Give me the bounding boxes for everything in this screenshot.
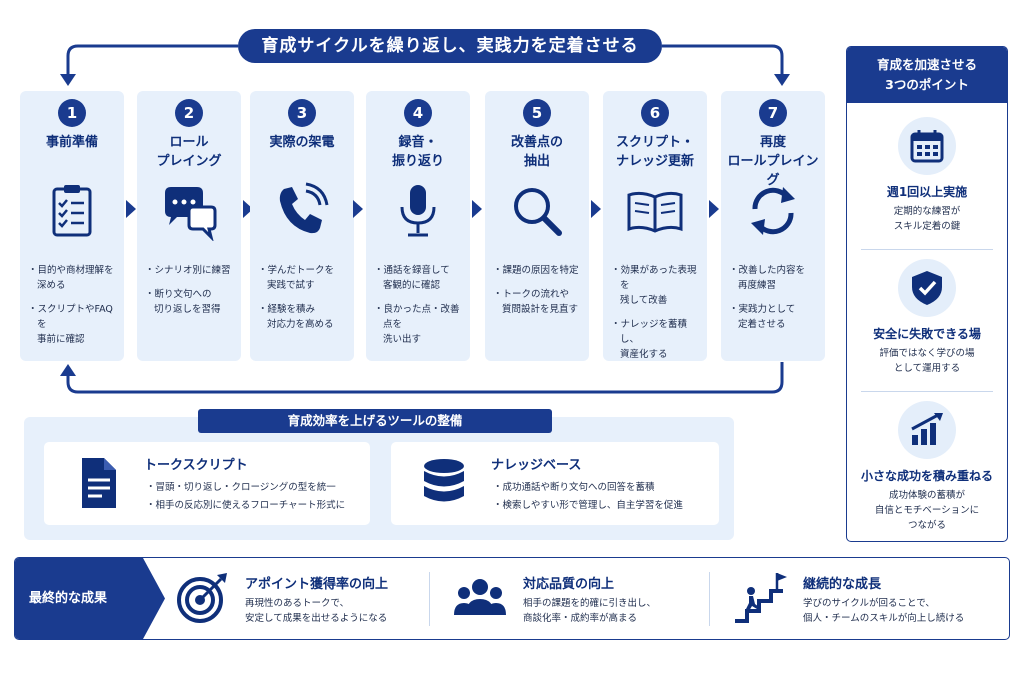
tool-card-knowledge-base: ナレッジベース ・成功通話や断り文句への回答を蓄積 ・検索しやすい形で管理し、自… <box>391 442 719 525</box>
step-number: 5 <box>523 99 551 127</box>
stairs-flag-icon <box>735 573 787 623</box>
step-number: 6 <box>641 99 669 127</box>
step-bullet: ・改善した内容を 再度練習 <box>729 265 806 291</box>
divider <box>861 249 993 250</box>
step-title: スクリプト・ ナレッジ更新 <box>615 135 694 169</box>
divider <box>429 572 430 626</box>
step-number: 4 <box>404 99 432 127</box>
point-title: 小さな成功を積み重ねる <box>860 469 993 483</box>
point-desc: 定期的な練習が スキル定着の鍵 <box>893 206 961 232</box>
step-number: 1 <box>58 99 86 127</box>
phone-call-icon <box>279 182 329 234</box>
step-bullet: ・経験を積み 対応力を高める <box>258 304 334 330</box>
result-desc: 学びのサイクルが回ることで、 個人・チームのスキルが向上し続ける <box>803 598 965 624</box>
point-title: 週1回以上実施 <box>886 185 968 199</box>
result-item-appointment: アポイント獲得率の向上 再現性のあるトークで、 安定して成果を出せるようになる <box>175 558 435 639</box>
step-card-5: 5 改善点の 抽出 ・課題の原因を特定 ・トークの流れや 質問設計を見直す <box>485 91 589 361</box>
result-title: アポイント獲得率の向上 <box>245 577 389 592</box>
step-bullet: ・実践力として 定着させる <box>729 304 796 330</box>
points-title: 育成を加速させる 3つのポイント <box>847 47 1007 103</box>
results-label: 最終的な成果 <box>15 558 165 639</box>
result-desc: 相手の課題を的確に引き出し、 商談化率・成約率が高まる <box>523 598 657 624</box>
step-bullet: ・目的や商材理解を 深める <box>28 265 114 291</box>
step-card-4: 4 録音・ 振り返り ・通話を録音して 客観的に確認 ・良かった点・改善点を 洗… <box>366 91 470 361</box>
database-icon <box>424 459 464 502</box>
point-desc: 評価ではなく学びの場 として運用する <box>879 348 975 374</box>
step-bullet: ・スクリプトやFAQを 事前に確認 <box>28 304 113 345</box>
step-card-7: 7 再度 ロールプレイング ・改善した内容を 再度練習 ・実践力として 定着させ… <box>721 91 825 361</box>
step-card-1: 1 事前準備 ・目的や商材理解を 深める ・スクリプトやFAQを 事前に確認 <box>20 91 124 361</box>
divider <box>709 572 710 626</box>
step-bullet: ・断り文句への 切り返しを習得 <box>145 289 221 315</box>
point-desc: 成功体験の蓄積が 自信とモチベーションに つながる <box>874 490 980 531</box>
step-card-2: 2 ロール プレイング ・シナリオ別に練習 ・断り文句への 切り返しを習得 <box>137 91 241 361</box>
step-card-6: 6 スクリプト・ ナレッジ更新 ・効果があった表現を 残して改善 ・ナレッジを蓄… <box>603 91 707 361</box>
results-bar: 最終的な成果 アポイント獲得率の向上 再現性のあるトークで、 安定して成果を出せ… <box>14 557 1010 640</box>
step-title: ロール プレイング <box>156 135 222 169</box>
clipboard-checklist-icon <box>52 185 92 237</box>
tools-title: 育成効率を上げるツールの整備 <box>198 409 552 433</box>
tool-bullet: ・検索しやすい形で管理し、自主学習を促進 <box>493 500 683 511</box>
step-arrow <box>709 200 719 218</box>
cycle-title: 育成サイクルを繰り返し、実践力を定着させる <box>238 29 662 63</box>
tool-title: ナレッジベース <box>491 458 582 473</box>
step-bullet: ・シナリオ別に練習 <box>145 265 231 276</box>
result-title: 継続的な成長 <box>803 577 882 592</box>
step-arrow <box>591 200 601 218</box>
result-title: 対応品質の向上 <box>523 577 615 592</box>
step-title: 改善点の 抽出 <box>510 135 563 169</box>
step-title: 再度 ロールプレイング <box>727 135 819 188</box>
point-item-small-success: 小さな成功を積み重ねる 成功体験の蓄積が 自信とモチベーションに つながる <box>847 401 1007 533</box>
step-bullet: ・良かった点・改善点を 洗い出す <box>374 304 460 345</box>
step-arrow <box>353 200 363 218</box>
step-arrow <box>126 200 136 218</box>
shield-check-icon <box>912 271 942 305</box>
open-book-icon <box>627 191 683 233</box>
tool-bullet: ・成功通話や断り文句への回答を蓄積 <box>493 482 655 493</box>
target-icon <box>177 573 227 623</box>
document-icon <box>82 458 116 508</box>
step-title: 事前準備 <box>45 135 98 150</box>
step-title: 録音・ 振り返り <box>391 135 444 169</box>
divider <box>861 391 993 392</box>
calendar-icon <box>910 130 944 163</box>
result-item-growth: 継続的な成長 学びのサイクルが回ることで、 個人・チームのスキルが向上し続ける <box>733 558 1009 639</box>
chat-bubbles-icon <box>165 187 217 241</box>
point-item-safe-failure: 安全に失敗できる場 評価ではなく学びの場 として運用する <box>847 259 1007 376</box>
step-arrow <box>472 200 482 218</box>
microphone-icon <box>400 185 436 237</box>
step-bullet: ・トークの流れや 質問設計を見直す <box>493 289 579 315</box>
step-number: 2 <box>175 99 203 127</box>
tool-title: トークスクリプト <box>144 458 248 473</box>
step-bullet: ・ナレッジを蓄積し、 資産化する <box>611 319 688 360</box>
step-number: 3 <box>288 99 316 127</box>
step-bullet: ・課題の原因を特定 <box>493 265 579 276</box>
team-icon <box>454 579 506 615</box>
step-card-3: 3 実際の架電 ・学んだトークを 実践で試す ・経験を積み 対応力を高める <box>250 91 354 361</box>
tool-card-talk-script: トークスクリプト ・冒頭・切り返し・クロージングの型を統一 ・相手の反応別に使え… <box>44 442 370 525</box>
point-item-weekly: 週1回以上実施 定期的な練習が スキル定着の鍵 <box>847 117 1007 234</box>
step-arrow <box>243 200 253 218</box>
step-bullet: ・効果があった表現を 残して改善 <box>611 265 697 306</box>
tool-bullet: ・相手の反応別に使えるフローチャート形式に <box>146 500 346 511</box>
point-title: 安全に失敗できる場 <box>873 327 981 341</box>
points-panel: 育成を加速させる 3つのポイント 週1回以上実施 定期的な練習が スキル定着の鍵… <box>846 46 1008 542</box>
step-bullet: ・学んだトークを 実践で試す <box>258 265 335 291</box>
step-number: 7 <box>759 99 787 127</box>
step-title: 実際の架電 <box>269 135 335 150</box>
result-item-quality: 対応品質の向上 相手の課題を的確に引き出し、 商談化率・成約率が高まる <box>453 558 713 639</box>
step-bullet: ・通話を録音して 客観的に確認 <box>374 265 450 291</box>
magnifier-icon <box>514 188 562 236</box>
refresh-cycle-icon <box>751 187 795 235</box>
growth-chart-icon <box>911 413 943 445</box>
tool-bullet: ・冒頭・切り返し・クロージングの型を統一 <box>146 482 336 493</box>
result-desc: 再現性のあるトークで、 安定して成果を出せるようになる <box>245 598 388 624</box>
